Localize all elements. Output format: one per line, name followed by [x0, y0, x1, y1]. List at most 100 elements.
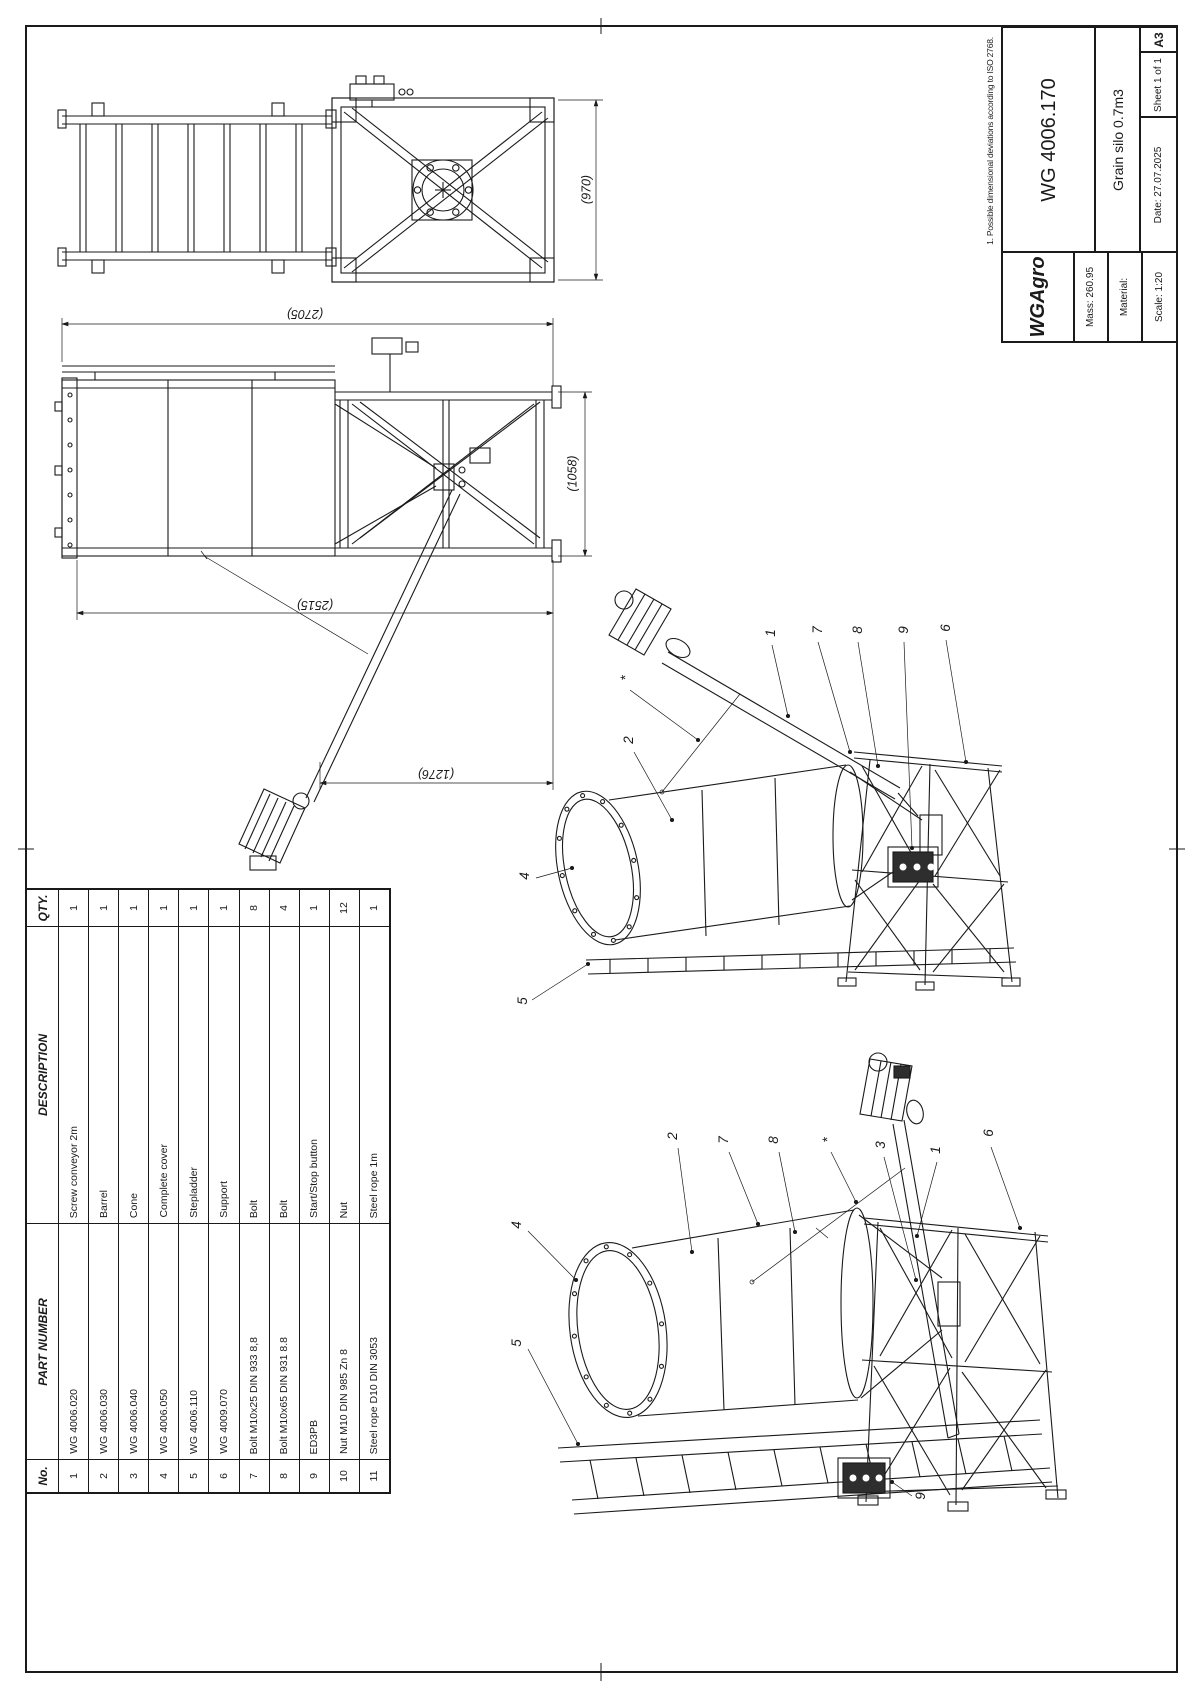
parts-row: 4 Bolt Bolt M10x65 DIN 931 8.8 8 [268, 890, 299, 1492]
balloon-stepladder: 5 [508, 1339, 524, 1347]
drawing-title: Grain silo 0.7m3 [1109, 88, 1126, 191]
balloon-rope-star: * [819, 1137, 835, 1143]
parts-row: 1 Steel rope 1m Steel rope D10 DIN 3053 … [358, 890, 390, 1492]
title-block-date-cell: Date: 27.07.2025 [1140, 117, 1177, 252]
parts-row: 8 Bolt Bolt M10x25 DIN 933 8,8 7 [238, 890, 269, 1492]
title-block-scale-cell: Scale: 1:20 [1142, 252, 1177, 342]
bom-no: 5 [187, 1473, 200, 1479]
top-view [57, 75, 555, 283]
parts-row: 1 Complete cover WG 4006.050 4 [148, 890, 179, 1492]
parts-row: 1 Barrel WG 4006.030 2 [88, 890, 119, 1492]
bom-qty: 1 [97, 905, 110, 911]
bom-header-qty: QTY. [35, 894, 50, 922]
title-block-material-cell: Material: [1108, 252, 1142, 342]
parts-row: 1 Support WG 4009.070 6 [208, 890, 239, 1492]
title-block-mass-cell: Mass: 260.95 [1074, 252, 1108, 342]
bom-qty: 8 [247, 905, 260, 911]
parts-table-header: QTY. DESCRIPTION PART NUMBER No. [27, 890, 58, 1492]
balloon-rope-star: * [617, 675, 633, 681]
bom-no: 9 [308, 1473, 321, 1479]
bom-header-part-number: PART NUMBER [35, 1297, 50, 1386]
bom-header-no: No. [35, 1466, 50, 1486]
balloon-bolt-933: 7 [715, 1136, 731, 1144]
parts-table: QTY. DESCRIPTION PART NUMBER No. 1 Screw… [25, 888, 391, 1494]
bom-no: 11 [368, 1470, 381, 1482]
title-block-title-cell: Grain silo 0.7m3 [1095, 27, 1140, 252]
bom-part-number: WG 4006.040 [127, 1389, 140, 1454]
title-block-format-cell: A3 [1140, 27, 1177, 52]
tolerance-note: 1. Possible dimensional deviations accor… [979, 12, 1001, 270]
balloon-stepladder: 5 [514, 997, 530, 1005]
bom-qty: 4 [277, 905, 290, 911]
tolerance-note-text: 1. Possible dimensional deviations accor… [984, 37, 995, 245]
dim-total-height: (2705) [286, 307, 324, 321]
iso-view-b-leaders [527, 1146, 1023, 1497]
bom-qty: 1 [217, 905, 230, 911]
drawing-number: WG 4006.170 [1037, 77, 1060, 202]
bom-no: 7 [247, 1473, 260, 1479]
balloon-support: 6 [980, 1129, 996, 1137]
bom-qty: 12 [338, 902, 351, 914]
dim-frame-width: (970) [579, 174, 594, 205]
bom-qty: 1 [187, 905, 200, 911]
bom-description: Bolt [277, 1199, 290, 1218]
title-block-part-number-cell: WG 4006.170 [1002, 27, 1095, 252]
bom-description: Steel rope 1m [368, 1152, 381, 1218]
bom-part-number: WG 4006.030 [97, 1389, 110, 1454]
iso-view-b [557, 1052, 1067, 1515]
bom-qty: 1 [127, 905, 140, 911]
balloon-screw-conveyor: 1 [762, 629, 778, 637]
company-logo: WGAgro [1027, 256, 1049, 338]
balloon-button: 9 [895, 626, 911, 634]
sheet-count: Sheet 1 of 1 [1152, 57, 1164, 112]
parts-row: 12 Nut Nut M10 DIN 985 Zn 8 10 [328, 890, 359, 1492]
front-view [54, 337, 562, 871]
dimension-970-lines [558, 99, 603, 281]
title-block-logo-cell: WGAgro [1002, 252, 1074, 342]
parts-row: 1 Screw conveyor 2m WG 4006.020 1 [58, 890, 89, 1492]
parts-row: 1 Stepladder WG 4006.110 5 [178, 890, 209, 1492]
front-view-thin [61, 318, 592, 790]
dim-stand-width: (1058) [565, 455, 580, 492]
dim-conveyor-height: (2515) [296, 598, 334, 612]
drawing-date: Date: 27.07.2025 [1152, 146, 1164, 223]
bom-part-number: Steel rope D10 DIN 3053 [368, 1336, 381, 1454]
balloon-barrel: 2 [620, 736, 636, 744]
bom-description: Nut [338, 1201, 351, 1218]
bom-part-number: WG 4009.070 [217, 1389, 230, 1454]
scale-value: Scale: 1:20 [1153, 271, 1165, 323]
bom-no: 8 [277, 1473, 290, 1479]
bom-qty: 1 [67, 905, 80, 911]
balloon-support: 6 [937, 624, 953, 632]
bom-qty: 1 [368, 905, 381, 911]
bom-part-number: Bolt M10x65 DIN 931 8.8 [277, 1336, 290, 1454]
balloon-bolt-931: 8 [765, 1136, 781, 1144]
balloon-cone: 3 [872, 1141, 888, 1149]
bom-qty: 1 [157, 905, 170, 911]
bom-description: Bolt [247, 1199, 260, 1218]
bom-part-number: WG 4006.110 [187, 1389, 200, 1454]
bom-header-description: DESCRIPTION [35, 1033, 50, 1117]
iso-view-a-leaders [531, 639, 969, 1001]
parts-row: 1 Cone WG 4006.040 3 [118, 890, 149, 1492]
balloon-bolt-933: 7 [809, 626, 825, 634]
bom-part-number: WG 4006.050 [157, 1389, 170, 1454]
bom-no: 1 [67, 1473, 80, 1479]
bom-part-number: ED3PB [308, 1419, 321, 1454]
bom-part-number: WG 4006.020 [67, 1389, 80, 1454]
bom-description: Complete cover [157, 1144, 170, 1218]
dim-outlet-height: (1276) [417, 767, 455, 781]
bom-description: Start/Stop button [308, 1139, 321, 1218]
sheet-format: A3 [1151, 31, 1166, 48]
bom-description: Barrel [97, 1189, 110, 1218]
bom-qty: 1 [308, 905, 321, 911]
bom-description: Cone [127, 1192, 140, 1218]
balloon-bolt-931: 8 [849, 626, 865, 634]
mass-value: Mass: 260.95 [1085, 266, 1096, 328]
iso-view-a [555, 588, 1021, 991]
bom-description: Screw conveyor 2m [67, 1125, 80, 1218]
parts-row: 1 Start/Stop button ED3PB 9 [298, 890, 329, 1492]
bom-description: Support [217, 1181, 230, 1218]
